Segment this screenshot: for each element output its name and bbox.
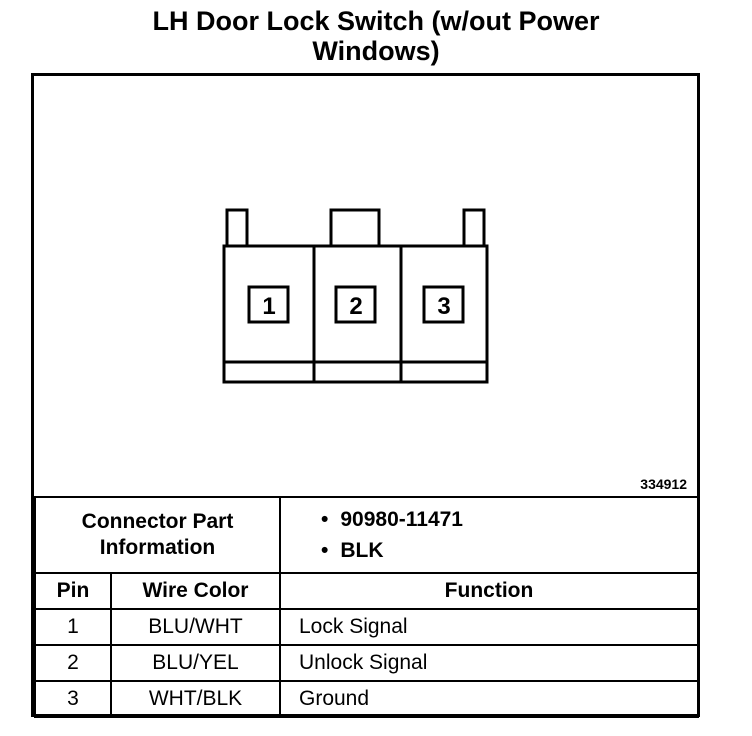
connector-part-label-line-2: Information — [99, 536, 216, 559]
table-row: 3 WHT/BLK Ground — [34, 680, 699, 718]
figure-code: 334912 — [640, 476, 687, 492]
header-pin: Pin — [34, 572, 112, 610]
function-cell: Unlock Signal — [279, 644, 699, 682]
right-tab — [462, 208, 486, 248]
connector-part-label-line-1: Connector Part — [81, 510, 234, 533]
pin-box-2 — [334, 285, 377, 324]
connector-drawing: 1 2 3 — [222, 208, 489, 384]
pin-cell: 3 — [34, 680, 112, 718]
pin-label-3: 3 — [437, 293, 450, 320]
table-header-row: Pin Wire Color Function — [34, 572, 699, 610]
wire-color-cell: BLU/YEL — [110, 644, 281, 682]
table-row: 2 BLU/YEL Unlock Signal — [34, 644, 699, 682]
wire-color-cell: WHT/BLK — [110, 680, 281, 718]
pin-box-1 — [247, 285, 290, 324]
function-cell: Ground — [279, 680, 699, 718]
connector-part-number: 90980-11471 — [321, 504, 697, 535]
connector-part-values: 90980-11471 BLK — [279, 496, 699, 574]
pin-box-3 — [422, 285, 465, 324]
page-title: LH Door Lock Switch (w/out Power Windows… — [0, 6, 752, 66]
connector-color: BLK — [321, 535, 697, 566]
function-cell: Lock Signal — [279, 608, 699, 646]
connector-info-table: Connector Part Information 90980-11471 B… — [34, 496, 699, 718]
pin-label-1: 1 — [262, 293, 275, 320]
pin-cell: 1 — [34, 608, 112, 646]
pin-label-2: 2 — [349, 293, 362, 320]
header-function: Function — [279, 572, 699, 610]
header-wire-color: Wire Color — [110, 572, 281, 610]
connector-part-row: Connector Part Information 90980-11471 B… — [34, 496, 699, 574]
table-row: 1 BLU/WHT Lock Signal — [34, 608, 699, 646]
wire-color-cell: BLU/WHT — [110, 608, 281, 646]
connector-diagram: 1 2 3 334912 — [34, 76, 697, 496]
pin-box-1-inner — [249, 287, 288, 322]
title-line-1: LH Door Lock Switch (w/out Power — [152, 6, 600, 36]
diagram-frame: 1 2 3 334912 Connector Part Information … — [31, 73, 700, 718]
center-tab — [329, 208, 381, 248]
pin-cell: 2 — [34, 644, 112, 682]
left-tab — [225, 208, 249, 248]
title-line-2: Windows) — [312, 36, 440, 66]
connector-part-label: Connector Part Information — [34, 496, 281, 574]
